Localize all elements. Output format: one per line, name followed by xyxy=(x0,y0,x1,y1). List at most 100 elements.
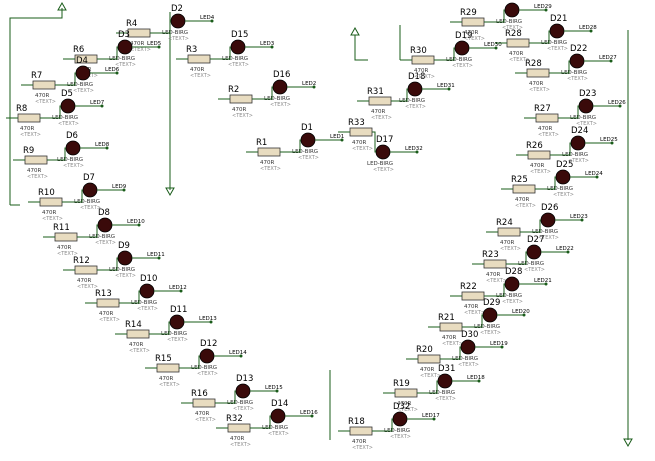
text-placeholder: <TEXT> xyxy=(373,167,394,173)
led-icon[interactable] xyxy=(60,98,76,114)
led-model: LED-BIRG xyxy=(452,356,478,362)
resistor[interactable] xyxy=(527,150,551,160)
text-placeholder: <TEXT> xyxy=(435,396,456,402)
led-icon[interactable] xyxy=(437,373,453,389)
resistor[interactable] xyxy=(156,363,180,373)
led-ref: D15 xyxy=(231,30,248,40)
resistor[interactable] xyxy=(483,259,507,269)
led-icon[interactable] xyxy=(170,13,186,29)
upper-center-wire xyxy=(354,35,368,61)
led-icon[interactable] xyxy=(65,140,81,156)
led-icon[interactable] xyxy=(375,144,391,160)
resistor-led-wire xyxy=(372,418,393,432)
text-placeholder: <TEXT> xyxy=(486,278,507,284)
resistor[interactable] xyxy=(192,398,216,408)
resistor[interactable] xyxy=(229,94,253,104)
resistor-value: 470R xyxy=(35,93,49,99)
led-icon[interactable] xyxy=(407,81,423,97)
led-icon[interactable] xyxy=(454,40,470,56)
led-icon[interactable] xyxy=(392,411,408,427)
text-placeholder: <TEXT> xyxy=(458,362,479,368)
resistor-ref: R22 xyxy=(460,282,477,292)
resistor-led-wire xyxy=(417,380,438,394)
led-ref: D2 xyxy=(171,4,183,14)
led-ref: D22 xyxy=(570,44,587,54)
led-icon[interactable] xyxy=(526,244,542,260)
resistor[interactable] xyxy=(74,265,98,275)
led-icon[interactable] xyxy=(300,132,316,148)
resistor[interactable] xyxy=(96,298,120,308)
resistor-value: 470R xyxy=(515,197,529,203)
led-icon[interactable] xyxy=(230,39,246,55)
led-icon[interactable] xyxy=(199,348,215,364)
resistor-ref: R27 xyxy=(534,104,551,114)
resistor[interactable] xyxy=(368,96,392,106)
resistor[interactable] xyxy=(512,184,536,194)
resistor[interactable] xyxy=(439,322,463,332)
led-ref: D25 xyxy=(556,160,573,170)
resistor[interactable] xyxy=(417,354,441,364)
resistor-ref: R21 xyxy=(438,313,455,323)
resistor[interactable] xyxy=(39,197,63,207)
led-icon[interactable] xyxy=(569,53,585,69)
net-label: LED32 xyxy=(405,146,423,152)
led-icon[interactable] xyxy=(270,408,286,424)
led-icon[interactable] xyxy=(570,135,586,151)
resistor[interactable] xyxy=(349,426,373,436)
resistor[interactable] xyxy=(17,113,41,123)
resistor[interactable] xyxy=(126,329,150,339)
resistor[interactable] xyxy=(349,127,373,137)
resistor[interactable] xyxy=(535,113,559,123)
resistor-led-wire xyxy=(280,139,301,153)
led-icon[interactable] xyxy=(235,383,251,399)
resistor[interactable] xyxy=(411,55,435,65)
led-model: LED-BIRG xyxy=(191,365,217,371)
resistor[interactable] xyxy=(32,80,56,90)
led-icon[interactable] xyxy=(117,250,133,266)
led-icon[interactable] xyxy=(482,307,498,323)
resistor[interactable] xyxy=(497,227,521,237)
led-icon[interactable] xyxy=(460,339,476,355)
text-placeholder: <TEXT> xyxy=(268,431,289,437)
text-placeholder: <TEXT> xyxy=(568,158,589,164)
resistor[interactable] xyxy=(394,388,418,398)
resistor[interactable] xyxy=(461,17,485,27)
text-placeholder: <TEXT> xyxy=(352,445,373,451)
led-icon[interactable] xyxy=(97,217,113,233)
led-model: LED-BIRG xyxy=(496,293,522,299)
resistor[interactable] xyxy=(461,291,485,301)
text-placeholder: <TEXT> xyxy=(567,76,588,82)
led-icon[interactable] xyxy=(117,39,133,55)
resistor[interactable] xyxy=(526,68,550,78)
led-icon[interactable] xyxy=(139,283,155,299)
net-label: LED19 xyxy=(490,341,508,347)
resistor[interactable] xyxy=(24,155,48,165)
led-icon[interactable] xyxy=(504,276,520,292)
resistor[interactable] xyxy=(257,147,281,157)
resistor[interactable] xyxy=(54,232,78,242)
led-ref: D28 xyxy=(505,267,522,277)
led-icon[interactable] xyxy=(540,212,556,228)
led-icon[interactable] xyxy=(272,79,288,95)
led-ref: D4 xyxy=(76,56,88,66)
led-model: LED-BIRG xyxy=(161,331,187,337)
resistor[interactable] xyxy=(506,38,530,48)
resistor[interactable] xyxy=(127,28,151,38)
led-icon[interactable] xyxy=(578,98,594,114)
led-icon[interactable] xyxy=(555,169,571,185)
led-icon[interactable] xyxy=(75,65,91,81)
resistor-ref: R4 xyxy=(126,19,137,29)
led-icon[interactable] xyxy=(82,182,98,198)
resistor[interactable] xyxy=(187,54,211,64)
resistor[interactable] xyxy=(227,423,251,433)
led-icon[interactable] xyxy=(504,2,520,18)
text-placeholder: <TEXT> xyxy=(352,146,373,152)
resistor-ref: R24 xyxy=(496,218,513,228)
led-icon[interactable] xyxy=(169,314,185,330)
left-bus-wire xyxy=(9,8,63,205)
resistor-ref: R3 xyxy=(186,45,197,55)
led-model: LED-BIRG xyxy=(474,324,500,330)
led-icon[interactable] xyxy=(549,23,565,39)
